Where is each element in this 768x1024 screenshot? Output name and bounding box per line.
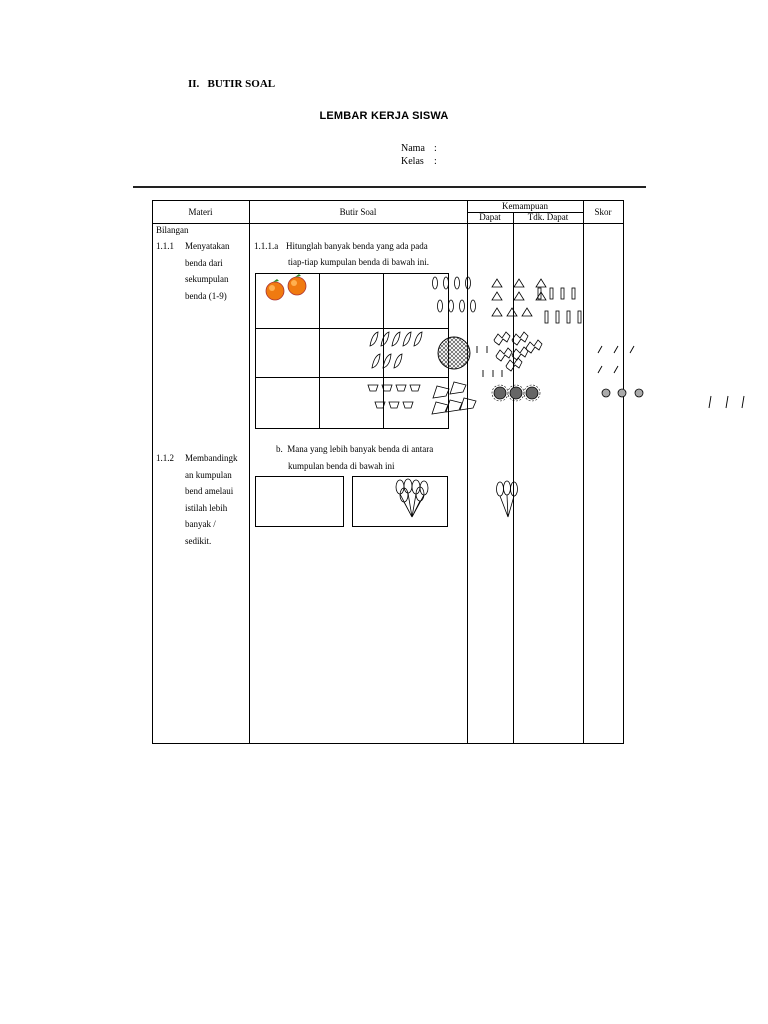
question-text: Hitunglah banyak benda yang ada pada bbox=[286, 241, 428, 251]
header-divider bbox=[153, 223, 623, 224]
worksheet-title: LEMBAR KERJA SISWA bbox=[319, 110, 449, 122]
comparison-box-right bbox=[352, 476, 448, 527]
question-text: kumpulan benda di bawah ini bbox=[288, 461, 395, 471]
flag-group-icon bbox=[431, 381, 477, 415]
orange-icon bbox=[287, 274, 307, 296]
balloon-bunch-icon bbox=[496, 480, 518, 518]
cup-group-icon bbox=[367, 384, 421, 409]
header-materi: Materi bbox=[188, 207, 213, 217]
column-divider bbox=[513, 212, 514, 743]
slash-mark-icon bbox=[597, 345, 635, 374]
horizontal-rule bbox=[133, 186, 646, 188]
header-skor: Skor bbox=[594, 207, 612, 217]
item-description: Membandingk an kumpulan bend amelaui ist… bbox=[185, 453, 238, 546]
question-text: b. Mana yang lebih banyak benda di antar… bbox=[276, 444, 434, 454]
header-dapat: Dapat bbox=[479, 212, 501, 222]
triangle-group-icon bbox=[491, 278, 547, 317]
column-divider bbox=[249, 201, 250, 743]
section-heading: II. BUTIR SOAL bbox=[188, 78, 276, 90]
header-butir-soal: Butir Soal bbox=[339, 207, 377, 217]
column-divider bbox=[467, 201, 468, 743]
comparison-box-left bbox=[255, 476, 344, 527]
subheader-divider bbox=[467, 212, 583, 213]
balloon-bunch-icon bbox=[395, 478, 429, 518]
name-label: Nama bbox=[401, 143, 425, 154]
rectangle-group-icon bbox=[537, 287, 582, 324]
worksheet-table bbox=[152, 200, 624, 744]
class-label: Kelas bbox=[401, 156, 424, 167]
question-label: 1.1.1.a bbox=[254, 241, 279, 251]
flower-group-icon bbox=[493, 386, 539, 400]
zigzag-shape-icon bbox=[493, 331, 543, 372]
name-colon: : bbox=[434, 143, 437, 154]
orange-icon bbox=[265, 279, 285, 301]
class-colon: : bbox=[434, 156, 437, 167]
stroke-mark-icon bbox=[708, 395, 745, 409]
item-description: Menyatakan benda dari sekumpulan benda (… bbox=[185, 241, 230, 301]
oval-group-icon bbox=[432, 276, 476, 313]
question-text: tiap-tiap kumpulan benda di bawah ini. bbox=[288, 257, 429, 267]
leaf-group-icon bbox=[369, 331, 423, 369]
item-number: 1.1.2 bbox=[156, 453, 174, 463]
tick-mark-icon bbox=[476, 346, 503, 377]
header-tdk-dapat: Tdk. Dapat bbox=[527, 212, 569, 222]
dot-group-icon bbox=[601, 388, 644, 398]
item-number: 1.1.1 bbox=[156, 241, 174, 251]
column-divider bbox=[583, 201, 584, 743]
ball-icon bbox=[437, 336, 471, 370]
topic-label: Bilangan bbox=[156, 225, 189, 235]
header-kemampuan: Kemampuan bbox=[502, 201, 548, 211]
